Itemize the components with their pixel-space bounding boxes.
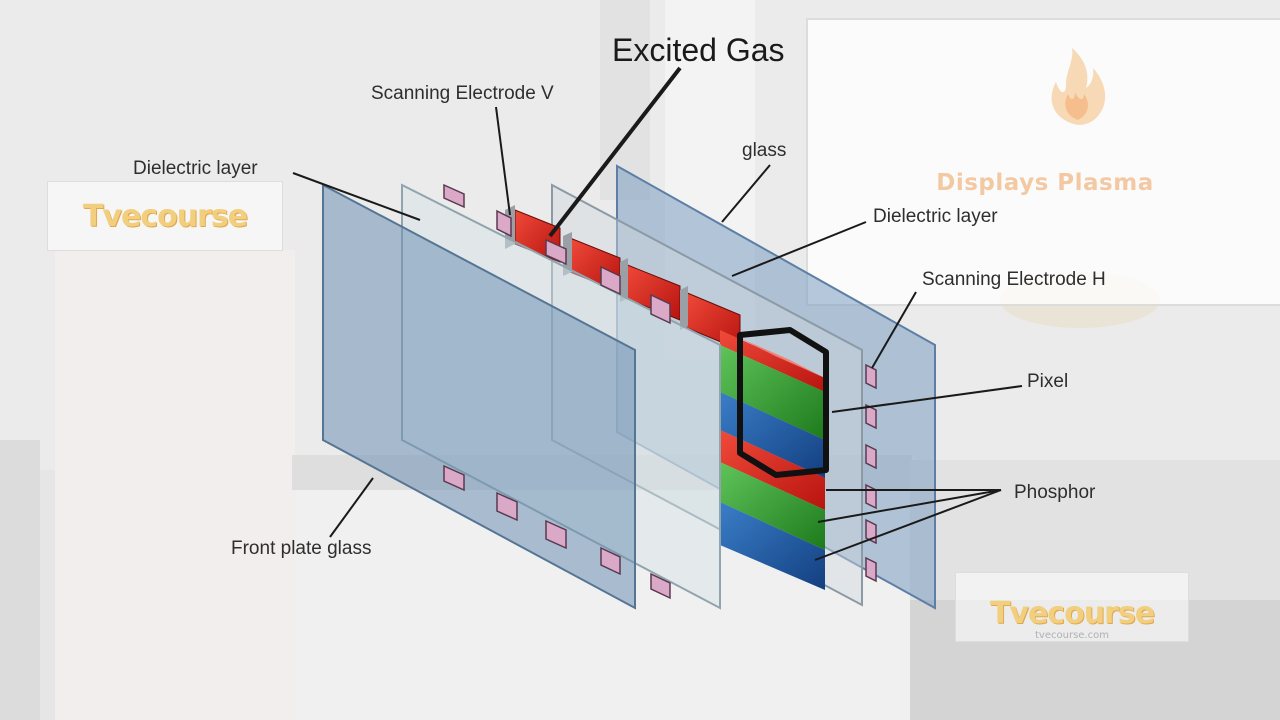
label-dielectric-layer-left: Dielectric layer <box>133 158 258 180</box>
label-scanning-electrode-v: Scanning Electrode V <box>371 83 554 105</box>
label-front-plate-glass: Front plate glass <box>231 538 371 560</box>
label-excited-gas: Excited Gas <box>612 32 785 69</box>
label-pixel: Pixel <box>1027 371 1068 393</box>
label-glass: glass <box>742 140 786 162</box>
label-dielectric-layer-right: Dielectric layer <box>873 206 998 228</box>
label-phosphor: Phosphor <box>1014 482 1095 504</box>
label-scanning-electrode-h: Scanning Electrode H <box>922 269 1106 291</box>
